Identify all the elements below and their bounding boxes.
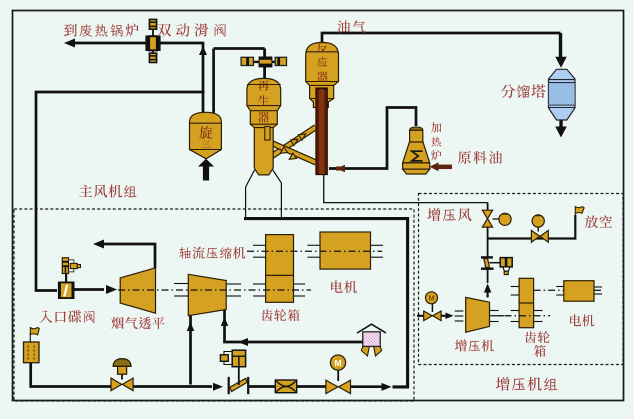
svg-text:M: M <box>429 296 435 303</box>
svg-text:M: M <box>334 358 341 368</box>
